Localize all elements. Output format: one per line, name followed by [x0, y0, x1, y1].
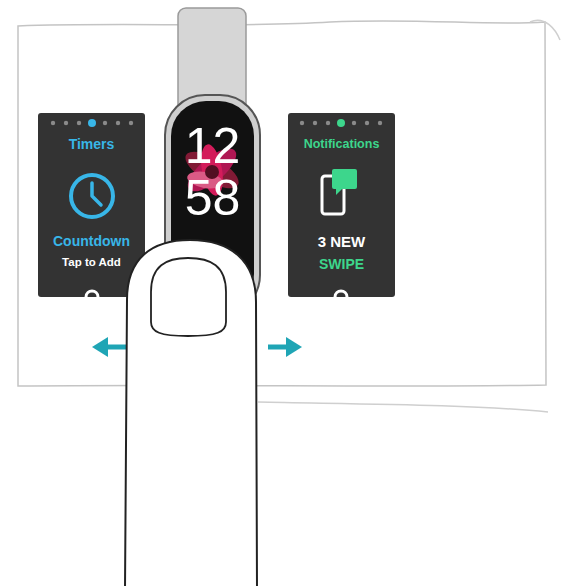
app-screen: TimersCountdownTap to Add [38, 113, 145, 297]
node-text: Notifications [288, 138, 395, 152]
node-text: SWIPE [288, 257, 395, 272]
swipe-right-arrow [268, 337, 302, 357]
wrist-outline [18, 21, 546, 386]
swipe-left-arrow [92, 337, 128, 357]
node-text: Timers [38, 137, 145, 152]
node-text: Countdown [38, 234, 145, 249]
node-text: 58 [171, 171, 254, 226]
watch-bezel [165, 95, 260, 315]
arm-line [530, 20, 560, 40]
node-text: 3 NEW [288, 234, 395, 251]
app-screen: Notifications 3 NEW SWIPE [288, 113, 395, 297]
node-text: Tap to Add [38, 256, 145, 269]
watch-screen [171, 101, 254, 309]
watch-face: 1258 [171, 101, 254, 309]
node-text: 12 [171, 119, 254, 174]
arm-line [258, 402, 548, 412]
